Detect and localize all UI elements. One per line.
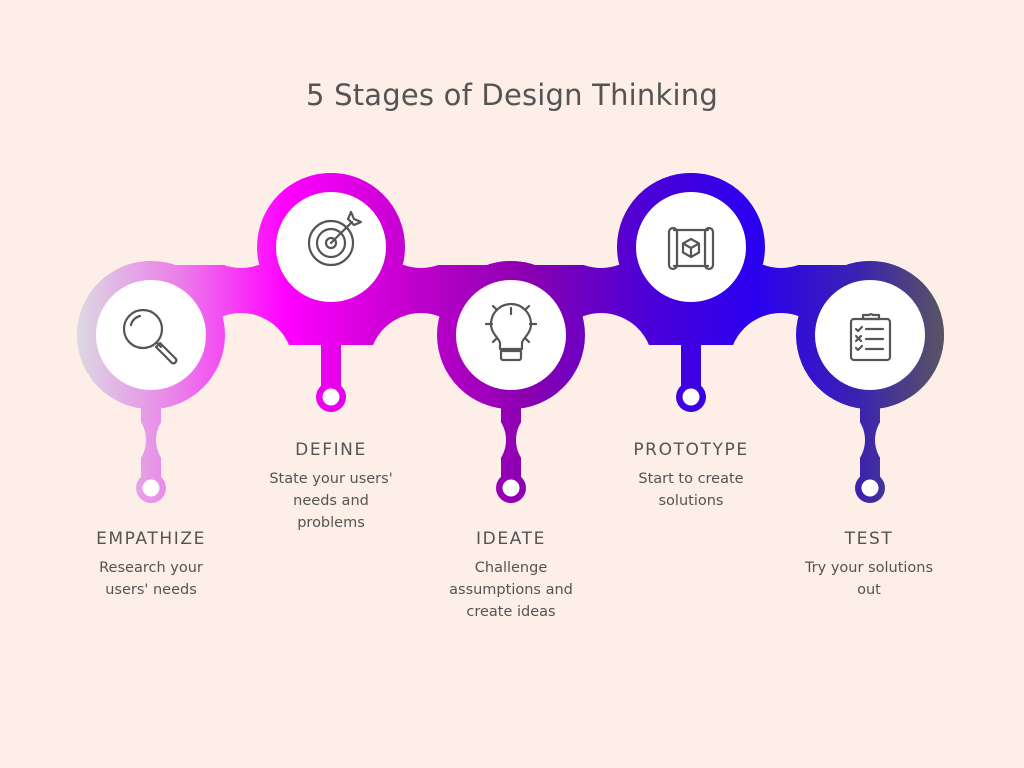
stage-name: TEST — [844, 529, 894, 549]
stage-description: Try your solutions out — [804, 560, 934, 598]
stage-name: PROTOTYPE — [633, 440, 749, 460]
stage-name: EMPATHIZE — [96, 529, 206, 549]
stage-disc-test — [815, 280, 925, 390]
blueprint-cube-icon — [667, 226, 715, 271]
checklist-clipboard-icon — [849, 313, 892, 362]
lightbulb-icon — [484, 302, 538, 362]
stage-test: TEST Try your solutions out — [774, 529, 964, 601]
stage-description: Research your users' needs — [99, 560, 203, 598]
stage-prototype: PROTOTYPE Start to create solutions — [596, 440, 786, 512]
stage-define: DEFINE State your users' needs and probl… — [236, 440, 426, 534]
stage-disc-ideate — [456, 280, 566, 390]
stage-ideate: IDEATE Challenge assumptions and create … — [416, 529, 606, 623]
stage-name: IDEATE — [476, 529, 546, 549]
page-title: 5 Stages of Design Thinking — [306, 78, 718, 112]
magnifying-glass-icon — [122, 308, 178, 365]
stage-empathize: EMPATHIZE Research your users' needs — [56, 529, 246, 601]
stage-description: Challenge assumptions and create ideas — [449, 560, 573, 620]
stage-description: State your users' needs and problems — [269, 471, 393, 531]
stage-description: Start to create solutions — [638, 471, 744, 509]
stage-disc-empathize — [96, 280, 206, 390]
stage-name: DEFINE — [295, 440, 367, 460]
target-arrow-icon — [307, 210, 363, 267]
